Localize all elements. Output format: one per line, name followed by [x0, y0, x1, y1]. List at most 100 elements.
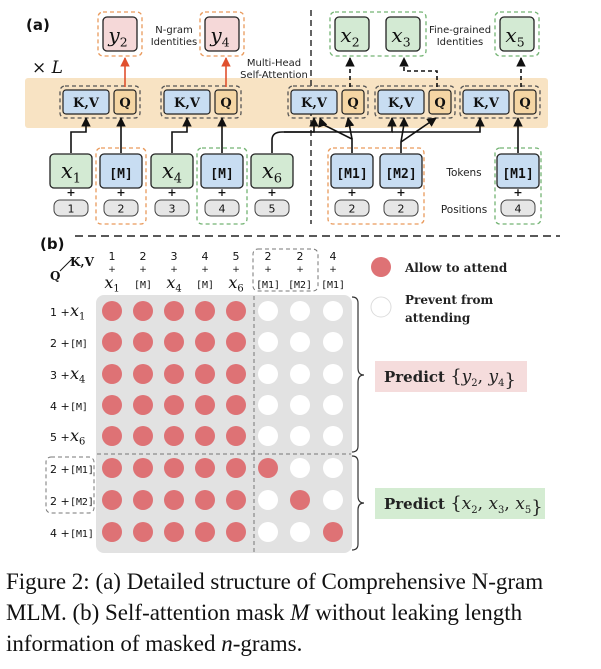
mhsa-label-line2: Self-Attention [240, 70, 308, 81]
mask-cell-attend [226, 522, 246, 542]
tokens-left-position-4: 5 [269, 203, 276, 216]
column-plus-2: + [170, 265, 178, 275]
tokens-left-position-box-2 [154, 199, 190, 217]
tokens-left-plus-3: + [217, 186, 226, 199]
row-token-0: x1 [70, 301, 85, 323]
column-token-1: [M] [134, 280, 152, 291]
kv-box-3 [377, 89, 425, 115]
mask-cell-attend [102, 490, 122, 510]
row-token-6: [M2] [70, 497, 94, 508]
panel-b-label: (b) [40, 235, 64, 253]
predict-bottom-box [375, 488, 545, 519]
connection-arrow [318, 117, 353, 153]
mask-cell-attend [133, 332, 153, 352]
panel-b: (b) Q K,V 1+x12+[M]3+x44+[M]5+x62+[M1]2+… [40, 235, 545, 553]
predict-bottom-label: Predict {x2, x3, x5} [384, 493, 543, 518]
column-plus-6: + [296, 265, 304, 275]
output-tile-x3 [385, 16, 421, 52]
q-label-2: Q [347, 96, 358, 111]
row-token-3: [M] [70, 402, 88, 413]
mask-cell-attend [164, 332, 184, 352]
tokens-right-tile-2 [496, 153, 540, 189]
attention-block-4 [459, 85, 541, 119]
mask-cell-blocked [258, 364, 278, 384]
row-token-7: [M1] [70, 529, 94, 540]
tokens-left-position-1: 2 [118, 203, 125, 216]
mhsa-label-line1: Multi-Head [247, 58, 301, 69]
connection-arrow [171, 117, 192, 153]
legend-allow-swatch [371, 257, 391, 277]
mask-cell-blocked [290, 426, 310, 446]
mask-cell-attend [133, 458, 153, 478]
legend-prevent-swatch [370, 296, 392, 318]
mask-grid-background [96, 295, 352, 553]
kv-box-4 [462, 89, 510, 115]
row-token-4: x6 [70, 426, 85, 448]
column-position-5: 2 [265, 250, 272, 263]
brace-top [351, 296, 365, 453]
mask-cell-blocked [323, 364, 343, 384]
tokens-left-group-0 [95, 147, 147, 225]
column-plus-7: + [329, 265, 337, 275]
connection-arrow [344, 117, 355, 140]
row-position-3: 4 + [50, 400, 70, 413]
q-box-1 [214, 89, 238, 115]
tokens-right-position-box-1 [383, 199, 419, 217]
kv-box-1 [163, 89, 211, 115]
mask-cell-blocked [258, 301, 278, 321]
tokens-left-position-box-3 [204, 199, 240, 217]
ngram-identities-line1: N-gram [155, 25, 192, 36]
kv-label-4: K,V [473, 96, 500, 111]
predict-top-box [375, 361, 527, 392]
mask-cell-attend [164, 490, 184, 510]
mask-cell-attend [290, 490, 310, 510]
row-position-7: 4 + [50, 527, 70, 540]
column-position-3: 4 [202, 250, 209, 263]
tokens-left-token-3: [M] [210, 167, 234, 182]
output-tile-x2 [334, 16, 370, 52]
column-plus-3: + [201, 265, 209, 275]
legend-prevent-label-line2: attending [405, 311, 471, 325]
figure-caption: Figure 2: (a) Detailed structure of Comp… [6, 566, 596, 659]
mask-cell-attend [195, 395, 215, 415]
mask-cell-blocked [258, 490, 278, 510]
tokens-right-token-2: [M1] [502, 167, 533, 182]
connection-arrow [399, 117, 409, 153]
tokens-label: Tokens [445, 167, 481, 179]
caption-symbol-n: n [221, 631, 233, 656]
kv-axis-label: K,V [70, 255, 95, 269]
ngram-identities-line2: Identities [151, 37, 198, 48]
tokens-left-token-1: [M] [109, 167, 133, 182]
mask-cell-attend [133, 490, 153, 510]
output-y2: y2 [107, 23, 127, 49]
column-token-0: x1 [104, 273, 119, 295]
tokens-right-position-box-0 [334, 199, 370, 217]
mask-cell-blocked [290, 332, 310, 352]
kv-box-2 [290, 89, 338, 115]
column-token-5: [M1] [256, 280, 280, 291]
kv-label-0: K,V [73, 96, 100, 111]
column-plus-1: + [139, 265, 147, 275]
panel-a-label: (a) [26, 16, 50, 34]
q-label-1: Q [220, 96, 231, 111]
tokens-left-plus-2: + [167, 186, 176, 199]
mask-cell-attend [102, 426, 122, 446]
mask-cell-attend [226, 458, 246, 478]
row-position-5: 2 + [50, 463, 70, 476]
tokens-left-token-0: x1 [61, 159, 81, 187]
tokens-left-position-2: 3 [169, 203, 176, 216]
mask-cell-attend [133, 522, 153, 542]
mask-cell-attend [102, 395, 122, 415]
axis-corner-slash [59, 257, 74, 272]
mask-cell-blocked [290, 364, 310, 384]
tokens-left-group-1 [196, 147, 248, 225]
tokens-right-token-1: [M2] [385, 167, 416, 182]
column-token-4: x6 [228, 273, 243, 295]
row-position-1: 2 + [50, 337, 70, 350]
tokens-left-plus-1: + [116, 186, 125, 199]
mask-cell-attend [164, 458, 184, 478]
tokens-right-position-2: 4 [515, 203, 522, 216]
mask-cell-attend [195, 490, 215, 510]
